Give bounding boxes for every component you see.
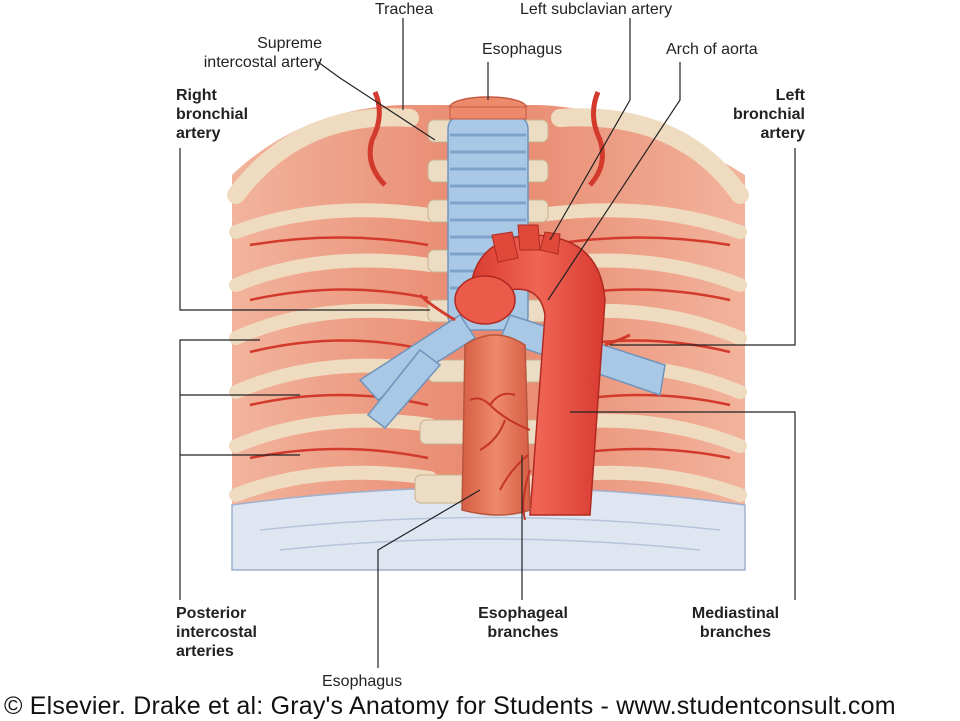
supreme-intercostal-artery-left [588, 91, 605, 187]
label-esophagus-top: Esophagus [482, 41, 563, 58]
label-supreme-intercostal-artery: Supreme intercostal artery [203, 35, 322, 71]
leader-lines [179, 18, 796, 668]
label-right-bronchial-artery: Right bronchial artery [176, 87, 249, 142]
label-esophageal-branches: Esophageal branches [478, 605, 568, 641]
copyright-credit: © Elsevier. Drake et al: Gray's Anatomy … [4, 692, 896, 720]
right-bronchial-artery-vessel [418, 293, 456, 322]
label-left-bronchial-artery: Left bronchial artery [732, 87, 805, 142]
left-bronchial-artery-vessel [604, 333, 631, 347]
label-arch-of-aorta: Arch of aorta [666, 41, 758, 58]
label-posterior-intercostal-arteries: Posterior intercostal arteries [176, 605, 257, 660]
esophageal-branch-vessels [469, 392, 531, 521]
supreme-intercostal-artery-right [367, 91, 387, 187]
label-trachea: Trachea [375, 1, 434, 18]
label-esophagus-bottom: Esophagus [322, 673, 403, 690]
aorta [454, 224, 606, 516]
trachea [358, 114, 666, 430]
label-mediastinal-branches: Mediastinal branches [691, 605, 780, 641]
label-left-subclavian-artery: Left subclavian artery [520, 1, 673, 18]
